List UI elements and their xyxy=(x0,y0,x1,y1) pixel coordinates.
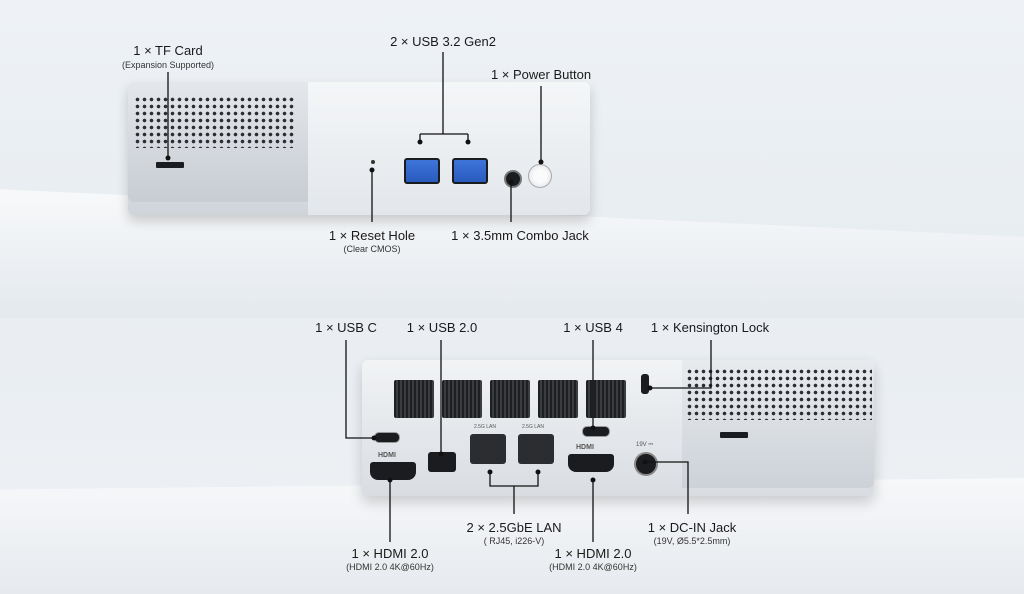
tf-card-label: 1 × TF Card xyxy=(133,43,203,58)
exhaust-fin-1 xyxy=(394,380,434,418)
lan-label: 2 × 2.5GbE LAN xyxy=(466,520,562,535)
usb20-port[interactable] xyxy=(428,452,456,472)
reset-hole-label: 1 × Reset Hole xyxy=(328,228,416,243)
usb20-label: 1 × USB 2.0 xyxy=(406,320,478,335)
lan-2-mark: 2.5G LAN xyxy=(522,424,544,430)
usb32-port-1[interactable] xyxy=(404,158,440,184)
usb32-port-2[interactable] xyxy=(452,158,488,184)
hdmi-1-mark: HDMI xyxy=(378,452,396,459)
lan-1-mark: 2.5G LAN xyxy=(474,424,496,430)
kensington-lock-slot[interactable] xyxy=(641,374,649,394)
tf-card-sub: (Expansion Supported) xyxy=(121,60,215,70)
combo-jack[interactable] xyxy=(504,170,522,188)
usb4-port[interactable] xyxy=(582,426,610,437)
lower-shelf xyxy=(0,478,1024,594)
tf-card-slot[interactable] xyxy=(156,162,184,168)
dc-in-mark: 19V ⎓ xyxy=(636,442,654,448)
hdmi-2-mark: HDMI xyxy=(576,444,594,451)
dc-in-sub: (19V, Ø5.5*2.5mm) xyxy=(653,536,731,546)
combo-jack-label: 1 × 3.5mm Combo Jack xyxy=(451,228,589,243)
usb4-label: 1 × USB 4 xyxy=(563,320,623,335)
side-card-slot xyxy=(720,432,748,438)
hdmi-port-1[interactable] xyxy=(370,462,416,480)
usb-c-label: 1 × USB C xyxy=(315,320,377,335)
hdmi-1-sub: (HDMI 2.0 4K@60Hz) xyxy=(346,562,434,572)
reset-hole-sub: (Clear CMOS) xyxy=(343,244,401,254)
hdmi-port-2[interactable] xyxy=(568,454,614,472)
reset-hole[interactable] xyxy=(371,160,375,164)
front-bevel xyxy=(308,82,590,215)
usb32-label: 2 × USB 3.2 Gen2 xyxy=(390,34,496,49)
power-button-label: 1 × Power Button xyxy=(490,67,592,82)
hdmi-2-label: 1 × HDMI 2.0 xyxy=(554,546,632,561)
lan-sub: ( RJ45, i226-V) xyxy=(483,536,545,546)
dc-in-label: 1 × DC-IN Jack xyxy=(647,520,737,535)
exhaust-fin-4 xyxy=(538,380,578,418)
hdmi-2-sub: (HDMI 2.0 4K@60Hz) xyxy=(549,562,637,572)
kensington-label: 1 × Kensington Lock xyxy=(650,320,770,335)
rear-side-vent-grille xyxy=(686,368,872,420)
lan-port-2[interactable] xyxy=(518,434,554,464)
power-button[interactable] xyxy=(528,164,552,188)
mini-pc-front xyxy=(128,82,590,215)
side-vent-grille xyxy=(134,96,294,148)
mini-pc-rear: 2.5G LAN 2.5G LAN HDMI HDMI 19V ⎓ xyxy=(362,360,874,496)
lan-port-1[interactable] xyxy=(470,434,506,464)
hdmi-1-label: 1 × HDMI 2.0 xyxy=(351,546,429,561)
exhaust-fin-3 xyxy=(490,380,530,418)
exhaust-fin-2 xyxy=(442,380,482,418)
